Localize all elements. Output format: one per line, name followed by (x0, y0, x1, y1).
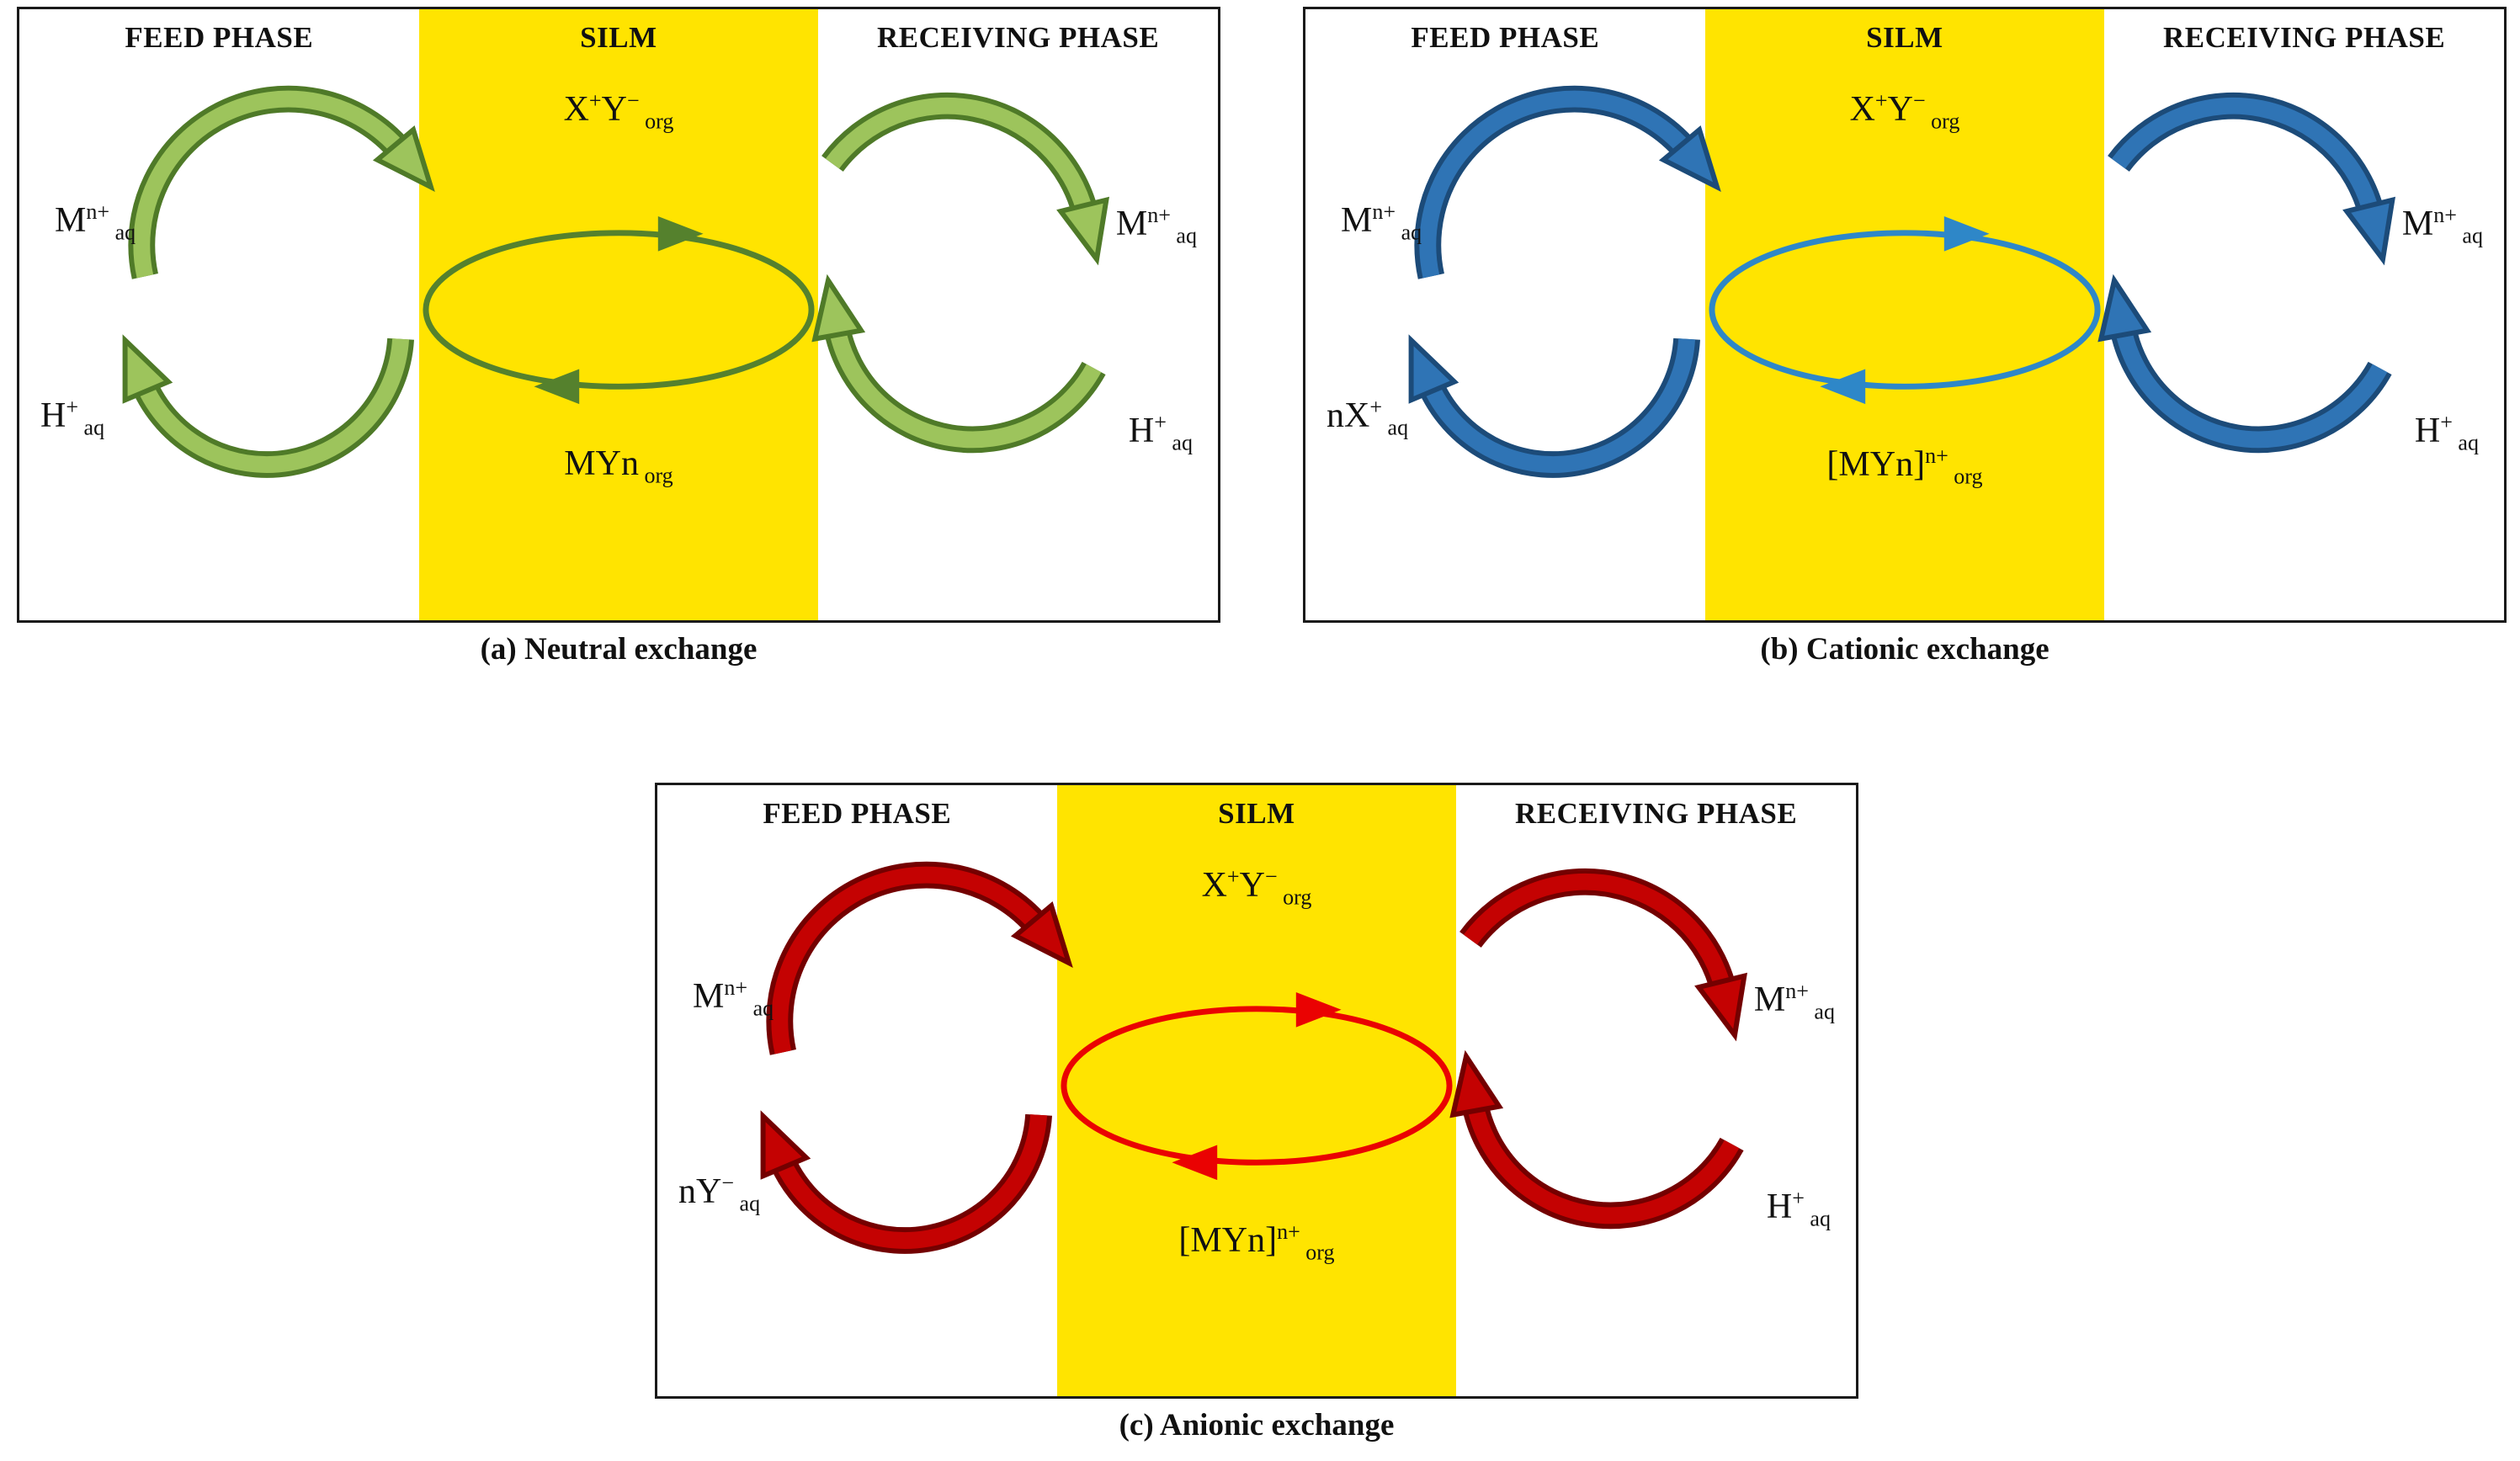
carrier-cycle-ellipse (1061, 1006, 1453, 1166)
transport-cycle-graphic (760, 861, 1747, 1254)
label-receiving-metal: Mn+ aq (2401, 203, 2483, 248)
cycle-return-arrowhead (534, 369, 580, 405)
caption-neutral-exchange: (a) Neutral exchange (480, 632, 758, 667)
label-carrier-species: X+Y− org (1201, 864, 1312, 910)
feed-in-arrow (766, 861, 1073, 1055)
feed-phase-header: FEED PHASE (125, 21, 314, 54)
label-complex-species: [MYn]n+ org (1826, 444, 1983, 489)
transport-cycle-graphic (122, 85, 1109, 478)
label-feed-counter-ion: nX+ aq (1326, 395, 1409, 440)
cycle-forward-arrowhead (1943, 215, 1990, 252)
receiving-out-arrow (2108, 92, 2395, 266)
feed-in-arrow (128, 85, 435, 279)
silm-membrane-region (418, 9, 819, 620)
panel-anionic-exchange: FEED PHASE SILM RECEIVING PHASE X+Y− org… (655, 783, 1858, 1399)
cycle-return-arrowhead (1820, 369, 1866, 405)
receiving-in-arrow (811, 274, 1106, 454)
label-feed-metal: Mn+ aq (1341, 199, 1422, 245)
silm-membrane-region (1704, 9, 2105, 620)
transport-cycle-graphic (1408, 85, 2395, 478)
receiving-phase-header: RECEIVING PHASE (877, 21, 1160, 54)
silm-header: SILM (580, 21, 657, 54)
panel-neutral-exchange: FEED PHASE SILM RECEIVING PHASE X+Y− org… (17, 7, 1220, 623)
label-receiving-proton: H+ aq (2414, 410, 2479, 455)
cycle-return-arrowhead (1172, 1145, 1218, 1181)
panel-cationic-exchange: FEED PHASE SILM RECEIVING PHASE X+Y− org… (1303, 7, 2507, 623)
silm-header: SILM (1866, 21, 1943, 54)
caption-anionic-exchange: (c) Anionic exchange (1119, 1408, 1395, 1442)
label-receiving-metal: Mn+ aq (1753, 979, 1835, 1024)
feed-out-arrow (1408, 334, 1700, 478)
label-complex-species: [MYn]n+ org (1178, 1219, 1335, 1265)
receiving-in-arrow (1449, 1049, 1744, 1230)
label-feed-counter-ion: H+ aq (40, 395, 105, 440)
feed-out-arrow (760, 1110, 1052, 1254)
label-carrier-species: X+Y− org (563, 88, 674, 134)
receiving-out-arrow (1459, 868, 1747, 1042)
cycle-forward-arrowhead (657, 215, 704, 252)
label-feed-metal: Mn+ aq (693, 975, 774, 1021)
feed-phase-header: FEED PHASE (1411, 21, 1600, 54)
feed-in-arrow (1414, 85, 1721, 279)
feed-phase-header: FEED PHASE (763, 797, 952, 830)
silm-header: SILM (1218, 797, 1295, 830)
label-carrier-species: X+Y− org (1849, 88, 1960, 134)
label-complex-species: MYn org (564, 444, 673, 488)
label-receiving-proton: H+ aq (1766, 1186, 1831, 1231)
label-feed-counter-ion: nY− aq (678, 1171, 761, 1216)
label-feed-metal: Mn+ aq (55, 199, 136, 245)
caption-cationic-exchange: (b) Cationic exchange (1760, 632, 2049, 667)
silm-membrane-region (1056, 785, 1457, 1396)
feed-out-arrow (122, 334, 414, 478)
label-receiving-proton: H+ aq (1128, 410, 1193, 455)
carrier-cycle-ellipse (1709, 230, 2101, 390)
receiving-phase-header: RECEIVING PHASE (1515, 797, 1798, 830)
receiving-phase-header: RECEIVING PHASE (2163, 21, 2446, 54)
receiving-out-arrow (821, 92, 1109, 266)
label-receiving-metal: Mn+ aq (1115, 203, 1197, 248)
cycle-forward-arrowhead (1295, 991, 1342, 1028)
receiving-in-arrow (2097, 274, 2392, 454)
carrier-cycle-ellipse (423, 230, 815, 390)
